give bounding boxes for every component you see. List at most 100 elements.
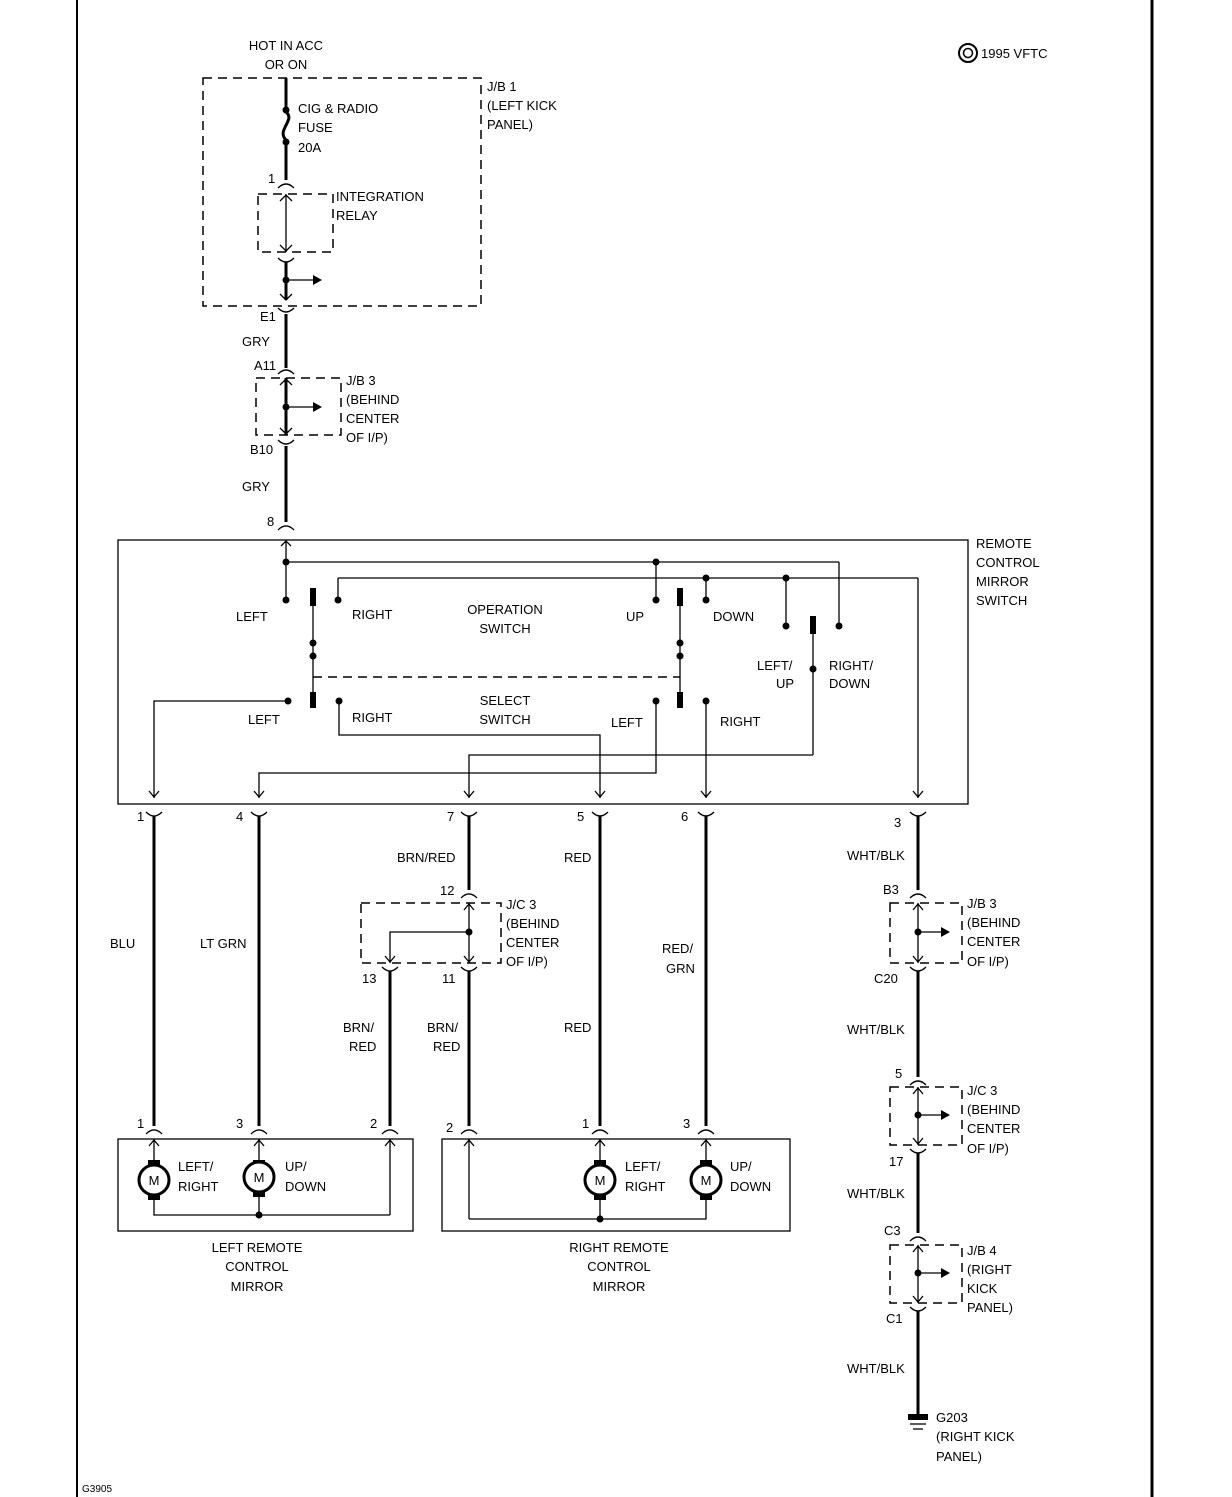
power-label-2: OR ON [265, 57, 308, 72]
left-mirror-box [117, 1138, 414, 1232]
wire-redgrn-2: GRN [666, 961, 695, 976]
jb3-right-label-1: J/B 3 [967, 896, 997, 911]
pin-c1: C1 [886, 1311, 903, 1326]
jb3-top-label-3: CENTER [346, 411, 399, 426]
wire-gry-2: GRY [242, 479, 270, 494]
copyright-text: 1995 VFTC [981, 46, 1047, 61]
left-mirror-motor-ud: M [242, 1160, 276, 1197]
pin-a11: A11 [254, 358, 276, 373]
jb3-top-label-4: OF I/P) [346, 430, 388, 445]
wire-whtblk-3: WHT/BLK [847, 1186, 905, 1201]
pin-jc13: 13 [362, 971, 376, 986]
pin-c3: C3 [884, 1223, 901, 1238]
jc3-right-label-3: CENTER [967, 1121, 1020, 1136]
jc3-right-box [889, 1086, 963, 1146]
jb3-top-label-2: (BEHIND [346, 392, 399, 407]
wire-whtblk-4: WHT/BLK [847, 1361, 905, 1376]
jb1-box [202, 77, 482, 307]
wire-red-1: RED [564, 850, 591, 865]
select-switch-label-1: SELECT [480, 693, 531, 708]
figure-id: G3905 [82, 1484, 112, 1495]
op-left-label: LEFT [236, 609, 268, 624]
op-right-label: RIGHT [352, 607, 393, 622]
wire-gry-1: GRY [242, 334, 270, 349]
pin-lm3: 3 [236, 1116, 243, 1131]
pin-rm3: 3 [683, 1116, 690, 1131]
pin-j17: 17 [889, 1154, 903, 1169]
pin-rm1: 1 [582, 1116, 589, 1131]
jb1-label-1: J/B 1 [487, 79, 517, 94]
motor-m-label: M [595, 1173, 606, 1188]
jc3-mid-box [360, 902, 502, 964]
right-mirror-motor-ud: M [689, 1160, 723, 1200]
right-motor1-label-2: RIGHT [625, 1179, 666, 1194]
wire-brnred-1: BRN/RED [397, 850, 456, 865]
jb3-right-label-4: OF I/P) [967, 954, 1009, 969]
right-mirror-title-1: RIGHT REMOTE [569, 1240, 669, 1255]
jb1-label-3: PANEL) [487, 117, 533, 132]
pin-s3: 3 [894, 815, 901, 830]
pin-c20: C20 [874, 971, 898, 986]
fuse-label-3: 20A [298, 140, 321, 155]
jb4-label-3: KICK [967, 1281, 998, 1296]
select-switch-label-2: SWITCH [479, 712, 530, 727]
ground-symbol [908, 1414, 928, 1430]
jc3-mid-label-4: OF I/P) [506, 954, 548, 969]
jc3-right-label-4: OF I/P) [967, 1141, 1009, 1156]
wire-brnred-2b: RED [349, 1039, 376, 1054]
left-motor1-label-1: LEFT/ [178, 1159, 214, 1174]
left-mirror-title-3: MIRROR [231, 1279, 284, 1294]
switch-title-4: SWITCH [976, 593, 1027, 608]
op-down-label: DOWN [713, 609, 754, 624]
left-motor1-label-2: RIGHT [178, 1179, 219, 1194]
operation-switch-label-2: SWITCH [479, 621, 530, 636]
wire-red-2: RED [564, 1020, 591, 1035]
switch-title-3: MIRROR [976, 574, 1029, 589]
sel-left-label-2: LEFT [611, 715, 643, 730]
jb4-label-2: (RIGHT [967, 1262, 1012, 1277]
motor-m-label: M [254, 1170, 265, 1185]
wire-blu: BLU [110, 936, 135, 951]
jb3-right-label-2: (BEHIND [967, 915, 1020, 930]
pin-jc12: 12 [440, 883, 454, 898]
fuse-label-1: CIG & RADIO [298, 101, 378, 116]
sel-left-label-1: LEFT [248, 712, 280, 727]
right-mirror-box [441, 1138, 791, 1232]
motor-m-label: M [701, 1173, 712, 1188]
right-mirror-motor-lr: M [583, 1160, 617, 1200]
pin-1-top: 1 [268, 171, 275, 186]
sel-right-label-1: RIGHT [352, 710, 393, 725]
jc3-mid-label-2: (BEHIND [506, 916, 559, 931]
pin-s5: 5 [577, 809, 584, 824]
wire-ltgrn: LT GRN [200, 936, 246, 951]
copyright-mark: 1995 VFTC [958, 43, 1047, 63]
fuse-symbol [281, 110, 291, 142]
relay-label-2: RELAY [336, 208, 378, 223]
wire-brnred-3a: BRN/ [427, 1020, 458, 1035]
left-motor2-label-1: UP/ [285, 1159, 307, 1174]
jb3-top-box [255, 377, 342, 436]
relay-label-1: INTEGRATION [336, 189, 424, 204]
ground-label-1: G203 [936, 1410, 968, 1425]
jb3-right-box [889, 902, 963, 964]
pin-rm2: 2 [446, 1120, 453, 1135]
wire-whtblk-2: WHT/BLK [847, 1022, 905, 1037]
wire-redgrn-1: RED/ [662, 941, 693, 956]
fuse-label-2: FUSE [298, 120, 333, 135]
pin-lm2: 2 [370, 1116, 377, 1131]
right-motor2-label-2: DOWN [730, 1179, 771, 1194]
right-mirror-title-3: MIRROR [593, 1279, 646, 1294]
motor-m-label: M [149, 1173, 160, 1188]
pin-s4: 4 [236, 809, 243, 824]
left-motor2-label-2: DOWN [285, 1179, 326, 1194]
relay-box [257, 193, 334, 253]
right-mirror-title-2: CONTROL [587, 1259, 651, 1274]
ground-label-3: PANEL) [936, 1449, 982, 1464]
jb4-label-1: J/B 4 [967, 1243, 997, 1258]
pin-b10: B10 [250, 442, 273, 457]
switch-pins [145, 811, 927, 817]
jb3-right-label-3: CENTER [967, 934, 1020, 949]
power-label-1: HOT IN ACC [249, 38, 323, 53]
pin-s7: 7 [447, 809, 454, 824]
